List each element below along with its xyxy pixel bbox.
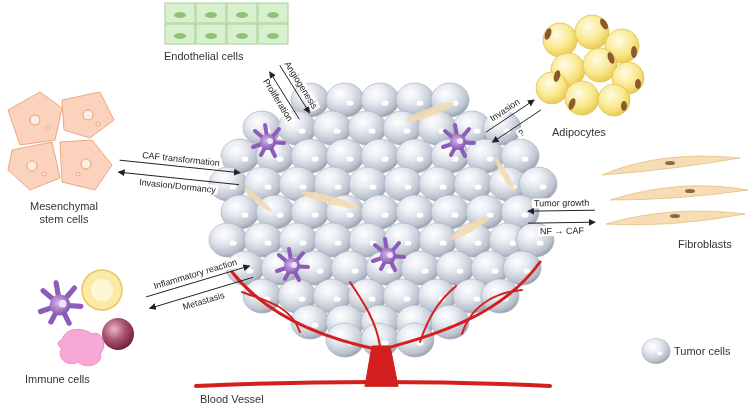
cell-label: Fibroblasts <box>678 238 732 251</box>
cell-group: Immune cells <box>20 265 145 389</box>
cell-group: Blood Vessel <box>198 85 550 408</box>
stroma-streaks <box>242 99 517 242</box>
arrow-label: Inflammatory reaction <box>151 256 241 292</box>
arrow-label: Tumor growth <box>532 197 591 208</box>
cell-label: Adipocytes <box>552 126 606 139</box>
arrow-label: NF → CAF <box>538 225 586 236</box>
connector-arrow <box>528 222 595 224</box>
cell-label: Immune cells <box>25 373 90 386</box>
blood-vessel <box>196 262 550 386</box>
cell-group: Mesenchymal stem cells <box>4 88 116 233</box>
arrow-label: Invasion/Dormancy <box>137 177 219 195</box>
cell-group: Endothelial cells <box>162 2 292 66</box>
legend-sample <box>642 338 671 364</box>
fibroblast-nuclei <box>665 161 695 218</box>
endothelial-nuclei <box>174 12 279 39</box>
connector-arrow <box>528 210 595 212</box>
immune-cells <box>41 270 135 366</box>
cell-label: Endothelial cells <box>164 50 244 63</box>
arrow-label: CAF transformation <box>139 149 222 167</box>
tumor-cells <box>209 83 557 357</box>
endothelial-sheet <box>165 3 288 44</box>
msc-cells <box>8 92 114 190</box>
adipocyte-cluster <box>536 15 644 116</box>
legend-entry: Tumor cells <box>674 345 730 358</box>
cell-label: Blood Vessel <box>200 393 264 406</box>
cell-label: Mesenchymal stem cells <box>24 200 104 226</box>
adipocyte-nuclei <box>543 17 641 111</box>
dendritic-cells <box>253 125 474 280</box>
fibroblast-cells <box>602 156 748 225</box>
cell-group: Fibroblasts <box>598 150 750 252</box>
legend-text: Tumor cells <box>674 345 730 357</box>
cell-group: Adipocytes <box>540 12 645 142</box>
msc-nuclei <box>27 110 100 176</box>
